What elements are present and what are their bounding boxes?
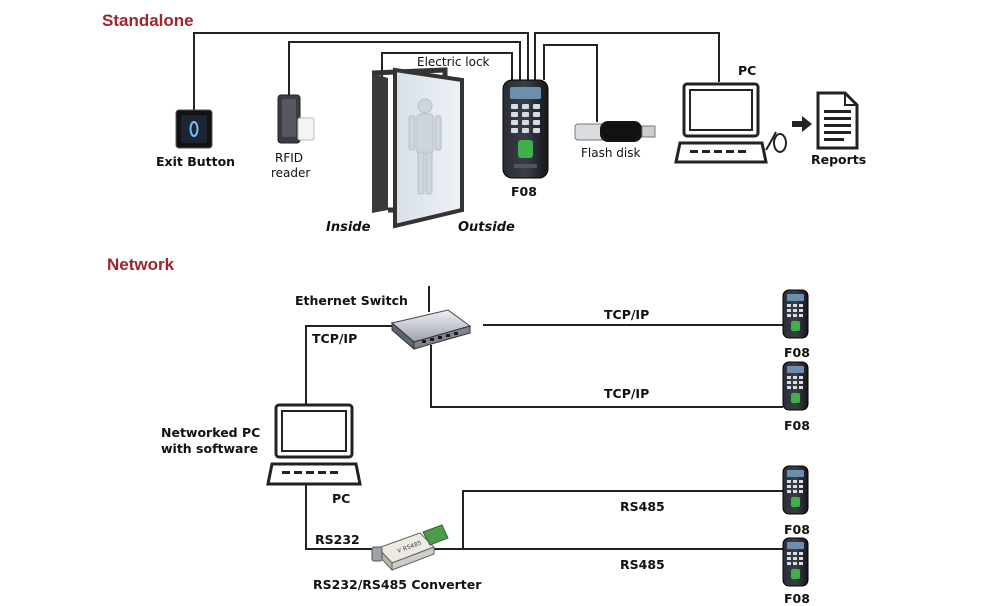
exit-button-label: Exit Button bbox=[156, 154, 235, 169]
pc-label-standalone: PC bbox=[738, 63, 756, 78]
f08-device-1-label: F08 bbox=[784, 345, 810, 360]
f08-device-2 bbox=[782, 361, 809, 411]
f08-device-1 bbox=[782, 289, 809, 339]
rfid-label-line2: reader bbox=[271, 166, 310, 180]
tcpip-left-label: TCP/IP bbox=[312, 331, 357, 346]
rs232-label: RS232 bbox=[315, 532, 360, 547]
pc-icon-network bbox=[266, 403, 362, 486]
electric-lock-label: Electric lock bbox=[417, 55, 490, 69]
standalone-wiring bbox=[193, 32, 720, 122]
pc-label-network: PC bbox=[332, 491, 350, 506]
rs485-2-label: RS485 bbox=[620, 557, 665, 572]
exit-button-device bbox=[175, 109, 213, 149]
f08-device-3-label: F08 bbox=[784, 522, 810, 537]
converter-label: RS232/RS485 Converter bbox=[313, 577, 482, 592]
network-wiring bbox=[305, 286, 783, 550]
reports-document-icon bbox=[816, 91, 859, 150]
networked-pc-label-line1: Networked PC bbox=[161, 425, 260, 440]
tcpip-1-label: TCP/IP bbox=[604, 307, 649, 322]
f08-device-4 bbox=[782, 537, 809, 587]
ethernet-switch-label: Ethernet Switch bbox=[295, 293, 408, 308]
standalone-title: Standalone bbox=[102, 11, 194, 30]
door-icon bbox=[371, 67, 464, 229]
network-title: Network bbox=[107, 255, 175, 274]
f08-device-2-label: F08 bbox=[784, 418, 810, 433]
f08-device-4-label: F08 bbox=[784, 591, 810, 606]
flash-disk-icon bbox=[574, 121, 656, 142]
ethernet-switch-icon bbox=[390, 309, 472, 351]
rfid-reader-device bbox=[277, 94, 315, 144]
rfid-label-line1: RFID bbox=[275, 151, 303, 165]
f08-device-main bbox=[502, 79, 549, 179]
flash-disk-label: Flash disk bbox=[581, 146, 640, 160]
pc-icon-standalone bbox=[674, 82, 787, 164]
f08-main-label: F08 bbox=[511, 184, 537, 199]
outside-label: Outside bbox=[458, 220, 515, 235]
arrow-right-icon bbox=[792, 116, 812, 132]
tcpip-2-label: TCP/IP bbox=[604, 386, 649, 401]
rs232-rs485-converter-icon: V RS485 bbox=[371, 524, 449, 572]
rs485-1-label: RS485 bbox=[620, 499, 665, 514]
inside-label: Inside bbox=[326, 220, 371, 235]
reports-label: Reports bbox=[811, 152, 866, 167]
f08-device-3 bbox=[782, 465, 809, 515]
networked-pc-label-line2: with software bbox=[161, 441, 258, 456]
